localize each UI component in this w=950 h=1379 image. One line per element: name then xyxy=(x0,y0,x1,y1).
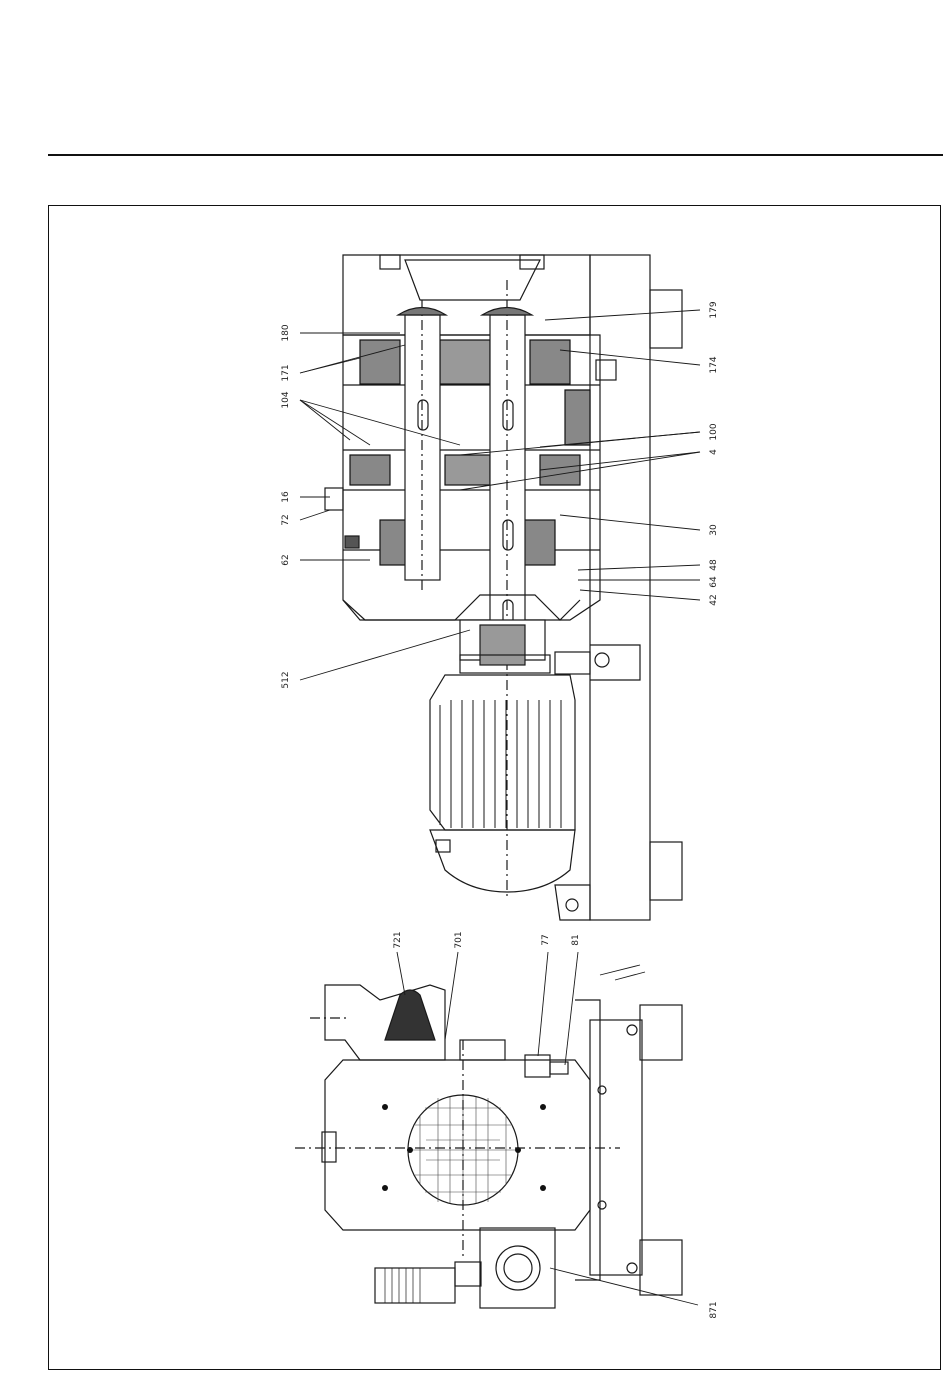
outlet-valve xyxy=(375,1268,455,1303)
callout-871: 871 xyxy=(709,1301,719,1318)
callout-104: 104 xyxy=(281,391,291,408)
bolt-icon xyxy=(595,653,609,667)
callout-701: 701 xyxy=(454,931,464,948)
gear-section-left xyxy=(350,340,410,565)
plug xyxy=(325,488,343,510)
callout-4: 4 xyxy=(709,449,719,455)
bolt-icon xyxy=(627,1263,637,1273)
callout-72: 72 xyxy=(281,514,291,525)
callout-77: 77 xyxy=(541,934,551,945)
callout-721: 721 xyxy=(393,931,403,948)
callout-62: 62 xyxy=(281,554,291,565)
foot-bottom-lower xyxy=(640,1240,682,1295)
base-frame xyxy=(590,255,650,920)
foot-top xyxy=(650,290,682,348)
outlet-block xyxy=(480,1228,555,1308)
callout-30: 30 xyxy=(709,524,719,536)
callout-48: 48 xyxy=(709,559,719,571)
upper-view: 180 171 104 16 72 62 512 179 174 100 4 3… xyxy=(281,255,719,920)
callout-100: 100 xyxy=(709,423,719,440)
lower-view: 721 701 77 81 871 xyxy=(295,931,719,1318)
callout-81: 81 xyxy=(571,934,581,945)
callout-180: 180 xyxy=(281,324,291,341)
bolt-icon xyxy=(566,899,578,911)
motor-fan-cover xyxy=(430,830,575,892)
callout-42: 42 xyxy=(709,594,719,605)
callout-64: 64 xyxy=(709,576,719,588)
knob xyxy=(322,1132,336,1162)
callout-174: 174 xyxy=(709,356,719,373)
callout-179: 179 xyxy=(709,301,719,318)
valve-fitting xyxy=(525,1055,550,1077)
bolt-icon xyxy=(627,1025,637,1035)
motor xyxy=(430,675,575,892)
callout-512: 512 xyxy=(281,671,291,688)
callout-16: 16 xyxy=(281,491,291,503)
foot-top-lower xyxy=(640,1005,682,1060)
foot-bottom xyxy=(650,842,682,900)
filter-element xyxy=(385,990,435,1040)
gear-section-right xyxy=(520,340,590,565)
callout-171: 171 xyxy=(281,364,291,381)
